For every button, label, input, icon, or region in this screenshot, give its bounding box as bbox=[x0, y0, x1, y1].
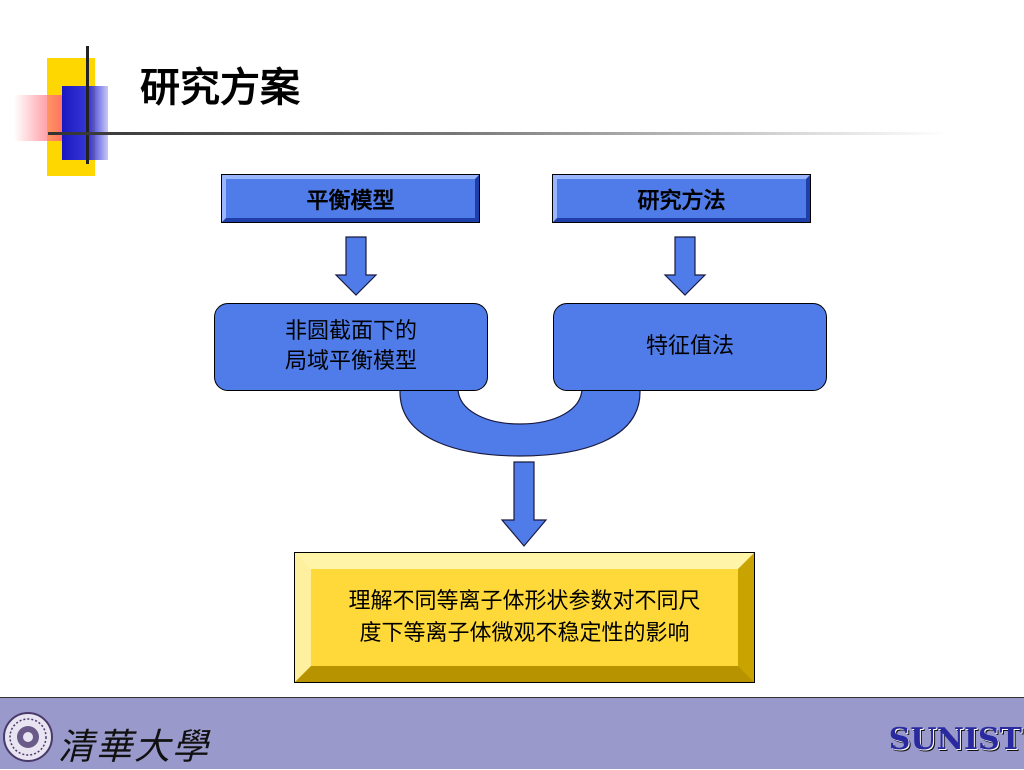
step-box-eigenvalue-method: 特征值法 bbox=[553, 303, 827, 391]
university-seal-icon bbox=[3, 712, 53, 762]
arrow-down-left bbox=[334, 236, 378, 296]
result-box: 理解不同等离子体形状参数对不同尺 度下等离子体微观不稳定性的影响 bbox=[294, 552, 755, 683]
input-box-label: 研究方法 bbox=[637, 188, 726, 214]
input-box-equilibrium-model: 平衡模型 bbox=[221, 174, 480, 223]
university-name: 清華大學 bbox=[58, 727, 211, 768]
step-box-local-equilibrium: 非圆截面下的 局域平衡模型 bbox=[214, 303, 488, 391]
title-divider bbox=[48, 132, 948, 135]
input-box-research-method: 研究方法 bbox=[552, 174, 811, 223]
footer-bar bbox=[0, 697, 1024, 769]
arrow-down-right bbox=[663, 236, 707, 296]
step-box-label: 非圆截面下的 局域平衡模型 bbox=[284, 319, 417, 374]
corner-line-vertical bbox=[86, 46, 89, 164]
arrow-down-result bbox=[500, 461, 548, 547]
corner-square-blue bbox=[62, 86, 108, 160]
input-box-label: 平衡模型 bbox=[306, 188, 395, 214]
slide-title: 研究方案 bbox=[140, 65, 300, 111]
result-box-label: 理解不同等离子体形状参数对不同尺 度下等离子体微观不稳定性的影响 bbox=[348, 588, 701, 646]
brand-logo-text: SUNIST bbox=[888, 722, 1022, 757]
merge-u-shape bbox=[399, 387, 641, 457]
step-box-label: 特征值法 bbox=[645, 334, 734, 359]
